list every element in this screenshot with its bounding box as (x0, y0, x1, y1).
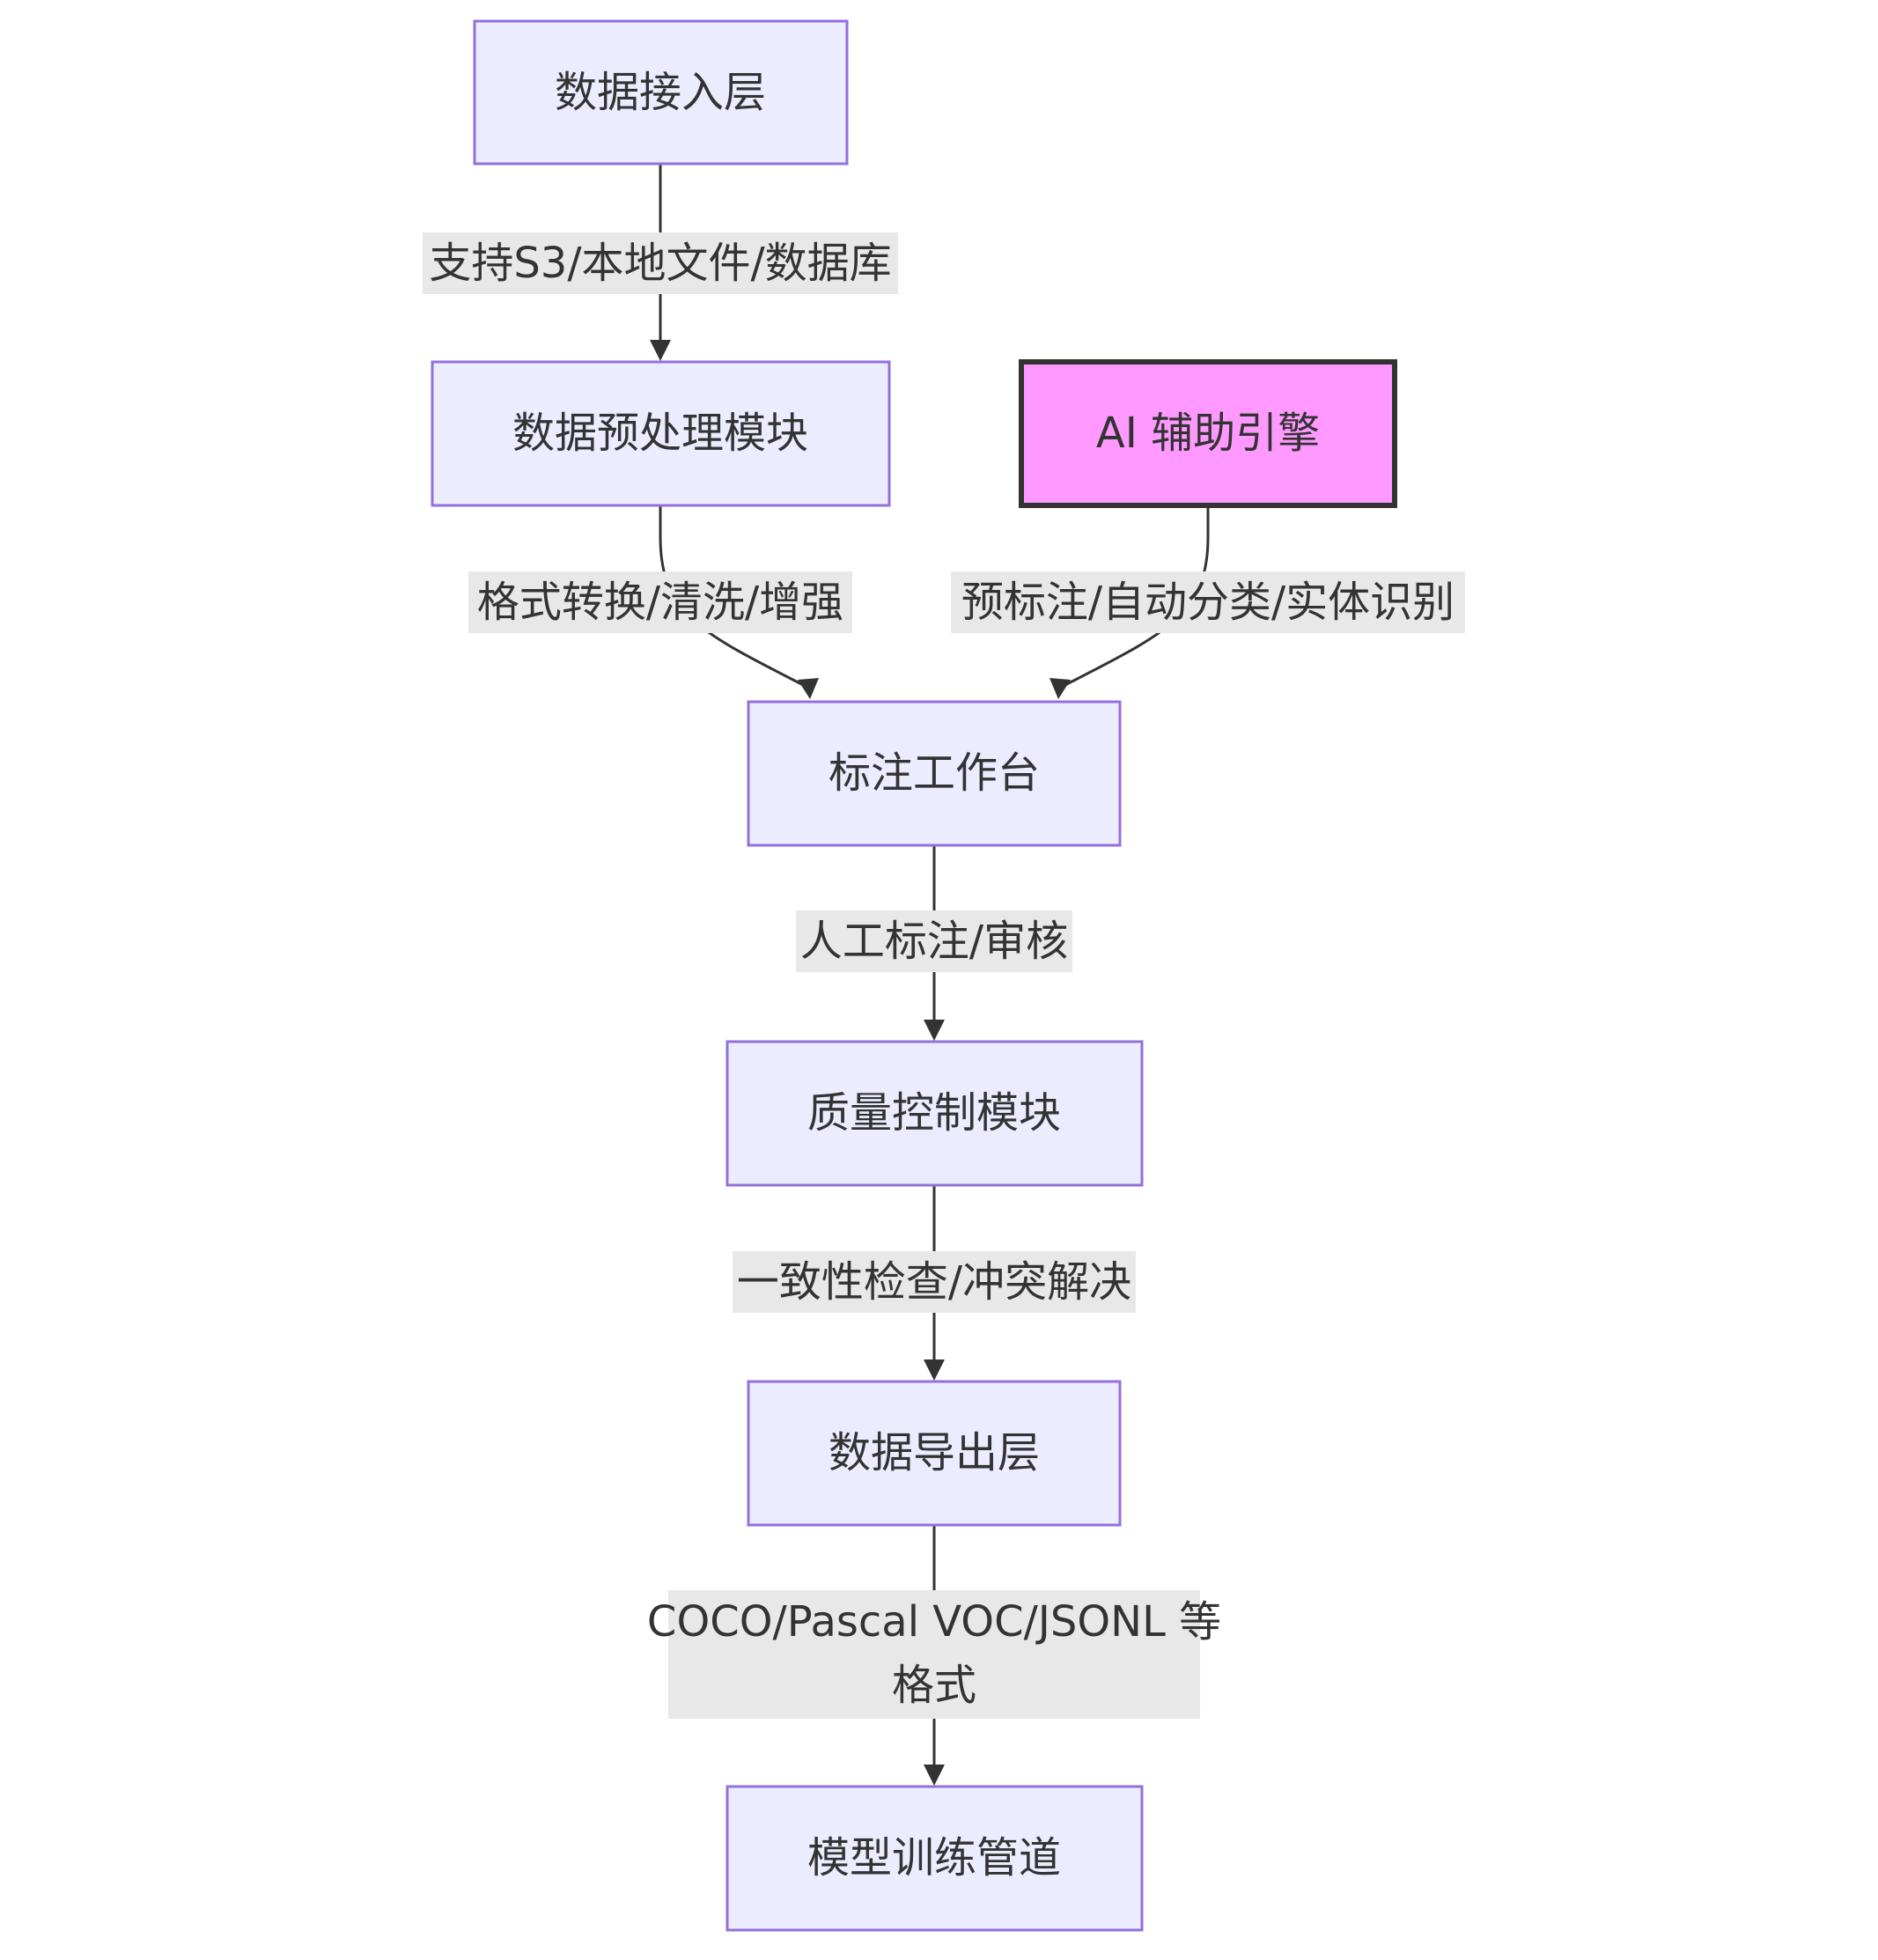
edge-label-background (733, 1251, 1136, 1313)
edge-preprocess-to-workbench: 格式转换/清洗/增强 (468, 505, 852, 699)
node-training[interactable]: 模型训练管道 (725, 1785, 1144, 1932)
node-preprocess[interactable]: 数据预处理模块 (431, 360, 891, 507)
edge-label-workbench-to-qc: 人工标注/审核 (800, 917, 1068, 966)
node-box-highlighted (1019, 359, 1397, 508)
edge-qc-to-export: 一致性检查/冲突解决 (733, 1185, 1136, 1381)
edge-label-background (423, 232, 898, 294)
arrowhead-icon (1049, 678, 1071, 699)
node-label-workbench: 标注工作台 (829, 748, 1040, 798)
node-qc[interactable]: 质量控制模块 (725, 1040, 1144, 1187)
node-box (747, 1380, 1122, 1527)
node-label-training: 模型训练管道 (807, 1833, 1061, 1883)
arrowhead-icon (798, 678, 819, 699)
node-box (725, 1785, 1144, 1932)
node-ingest[interactable]: 数据接入层 (473, 19, 849, 166)
node-ai-engine[interactable]: AI 辅助引擎 (1019, 359, 1397, 508)
edge-label-qc-to-export: 一致性检查/冲突解决 (737, 1257, 1131, 1307)
edge-export-to-training: COCO/Pascal VOC/JSONL 等 格式 (647, 1525, 1221, 1786)
node-box (431, 360, 891, 507)
edge-label-preprocess-to-workbench: 格式转换/清洗/增强 (477, 578, 843, 627)
arrowhead-icon (924, 1020, 945, 1041)
node-box (473, 19, 849, 166)
node-box (747, 700, 1122, 847)
edge-ingest-to-preprocess: 支持S3/本地文件/数据库 (423, 164, 898, 361)
arrowhead-icon (650, 340, 671, 361)
node-box (725, 1040, 1144, 1187)
edge-label-export-to-training-line2: 格式 (892, 1661, 976, 1710)
node-label-qc: 质量控制模块 (807, 1088, 1061, 1138)
edge-label-export-to-training-line1: COCO/Pascal VOC/JSONL 等 (647, 1597, 1221, 1647)
node-label-ingest: 数据接入层 (555, 68, 766, 117)
arrowhead-icon (924, 1359, 945, 1381)
node-workbench[interactable]: 标注工作台 (747, 700, 1122, 847)
node-label-export: 数据导出层 (829, 1428, 1040, 1477)
edge-label-background (951, 571, 1465, 633)
edge-label-background (796, 910, 1072, 972)
arrowhead-icon (924, 1765, 945, 1786)
node-export[interactable]: 数据导出层 (747, 1380, 1122, 1527)
node-label-preprocess: 数据预处理模块 (512, 409, 808, 458)
edge-label-ingest-to-preprocess: 支持S3/本地文件/数据库 (429, 239, 891, 288)
edge-ai-to-workbench: 预标注/自动分类/实体识别 (951, 505, 1465, 699)
edge-label-background (668, 1590, 1200, 1719)
edge-label-ai-to-workbench: 预标注/自动分类/实体识别 (961, 578, 1455, 627)
edge-workbench-to-qc: 人工标注/审核 (796, 845, 1072, 1041)
node-label-ai-engine: AI 辅助引擎 (1096, 409, 1320, 458)
edge-label-background (468, 571, 852, 633)
edges: 支持S3/本地文件/数据库 格式转换/清洗/增强 预标注/自动分类/实体识别 人… (423, 164, 1465, 1786)
nodes: 数据接入层 数据预处理模块 AI 辅助引擎 标注工作台 质量控制模块 数据导出层… (431, 19, 1397, 1932)
